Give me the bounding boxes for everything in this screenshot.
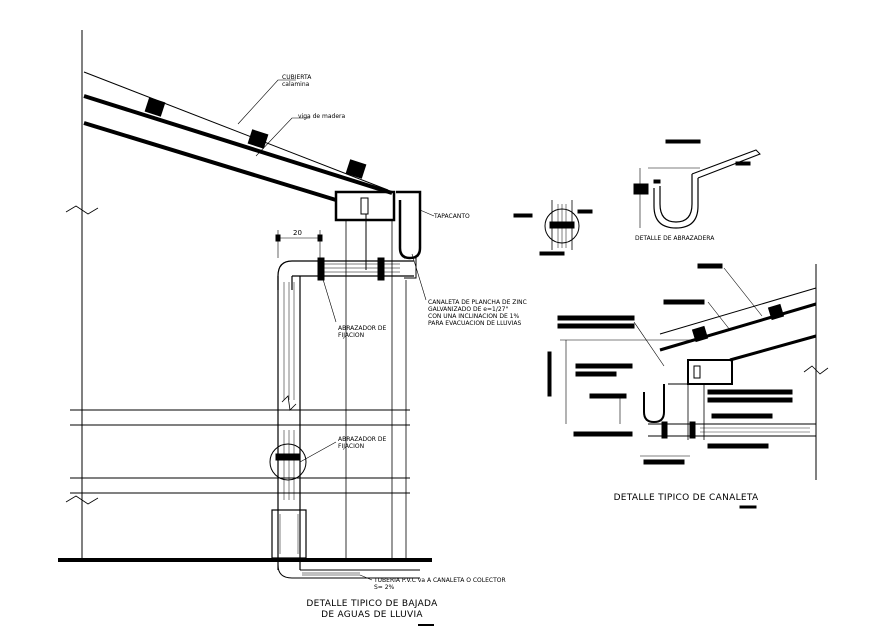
label-viga: viga de madera — [298, 113, 346, 120]
purlin-block — [691, 325, 709, 343]
redacted-label — [663, 299, 705, 305]
abrazadera-detail — [633, 139, 761, 229]
redacted-label — [735, 161, 751, 166]
pipe-clamp — [317, 257, 325, 281]
label-cubierta: CUBIERTA — [282, 74, 312, 81]
roof-beam-top — [659, 302, 817, 352]
label-canaleta-1: CANALETA DE PLANCHA DE ZINC — [428, 299, 527, 306]
redacted-label — [697, 263, 723, 269]
dimension-20: 20 — [293, 229, 302, 237]
leader — [723, 267, 763, 317]
break-mark — [65, 495, 99, 505]
leader — [633, 321, 665, 367]
redacted-label — [575, 371, 617, 377]
leader-tapacanto — [419, 209, 435, 217]
pipe-clamp — [275, 453, 301, 461]
roof-beam-bottom — [83, 121, 337, 202]
section-clamp — [549, 221, 575, 229]
bajada-detail — [58, 30, 435, 581]
purlin-block — [247, 129, 269, 149]
redacted-label — [513, 213, 533, 218]
redacted-label — [557, 315, 635, 321]
break-mark — [65, 205, 99, 215]
roof-beam-top — [83, 94, 393, 195]
leader-tuberia — [359, 574, 373, 581]
canaleta-detail — [547, 263, 829, 509]
label-tuberia-2: S= 2% — [374, 584, 395, 591]
leader-viga — [255, 117, 310, 157]
label-tuberia-1: TUBERIA P.V.C va A CANALETA O COLECTOR — [373, 577, 506, 584]
dim-tick — [275, 234, 281, 242]
redacted-label — [665, 139, 701, 144]
clamp-circle — [269, 443, 307, 481]
label-tapacanto: TAPACANTO — [433, 213, 470, 220]
redacted-label — [707, 389, 793, 395]
redacted-label — [633, 183, 649, 195]
label-calamina: calamina — [282, 81, 310, 88]
redacted-label — [547, 351, 552, 397]
title-canaleta: DETALLE TIPICO DE CANALETA — [614, 493, 759, 503]
circle-section-detail — [513, 200, 593, 256]
redacted-label — [707, 397, 793, 403]
title-scale-mark — [418, 624, 434, 626]
redacted-label — [575, 363, 633, 369]
label-abrazador-a-2: FIJACION — [338, 332, 364, 339]
dim-tick — [317, 234, 323, 242]
break-mark — [803, 365, 829, 375]
label-abrazador-b-2: FIJACION — [338, 443, 364, 450]
pipe-break — [281, 395, 297, 411]
pipe-clamp — [377, 257, 385, 281]
title-bajada-line1: DETALLE TIPICO DE BAJADA — [306, 599, 438, 609]
redacted-label — [573, 431, 633, 437]
underground-pipe — [277, 564, 420, 579]
title-abrazadera: DETALLE DE ABRAZADERA — [635, 235, 715, 242]
redacted-label — [643, 459, 685, 465]
roof-cover-line — [659, 287, 817, 335]
label-canaleta-4: PARA EVACUACION DE LLUVIAS — [428, 320, 522, 327]
label-abrazador-b-1: ABRAZADOR DE — [338, 436, 387, 443]
label-abrazador-a-1: ABRAZADOR DE — [338, 325, 387, 332]
purlin-block — [345, 159, 367, 179]
redacted-label — [707, 443, 769, 449]
leader-canaleta — [411, 253, 427, 301]
bracket-hook — [659, 174, 693, 223]
redacted-label — [711, 413, 773, 419]
roof-cover-line — [83, 71, 389, 191]
fascia-box — [334, 190, 396, 222]
redacted-label — [577, 209, 593, 214]
redacted-label — [557, 323, 635, 329]
label-canaleta-3: CON UNA INCLINACION DE 1% — [428, 313, 519, 320]
title-scale-mark — [739, 505, 757, 509]
fascia-bolt — [693, 365, 701, 379]
redacted-label — [653, 179, 661, 184]
purlin-block — [144, 97, 166, 117]
redacted-label — [589, 393, 627, 399]
fascia-box — [687, 359, 733, 385]
pipe-clamp — [661, 421, 668, 439]
bracket-arm — [691, 149, 761, 179]
leader — [707, 301, 731, 331]
gutter-profile — [643, 384, 665, 424]
title-bajada-line2: DE AGUAS DE LLUVIA — [321, 610, 423, 620]
purlin-block — [767, 303, 785, 321]
fascia-bolt — [360, 197, 369, 215]
label-canaleta-2: GALVANIZADO DE e=1/27" — [428, 306, 508, 313]
leader-abrazador-b — [299, 441, 337, 463]
pipe-sleeve — [271, 509, 307, 559]
gutter-profile — [396, 190, 422, 260]
redacted-label — [539, 251, 565, 256]
pipe-elbow — [277, 260, 293, 290]
bracket-hook-inner — [653, 178, 699, 229]
leader-abrazador-a — [321, 275, 337, 323]
pipe-clamp — [689, 421, 696, 439]
roof-beam-bottom — [729, 334, 817, 362]
leader-cubierta — [237, 79, 296, 125]
